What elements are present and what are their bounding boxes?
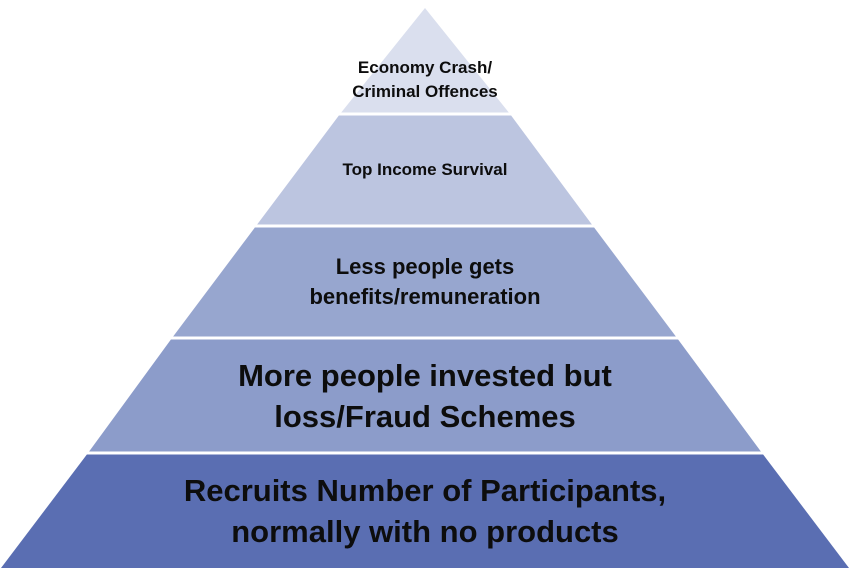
tier-3-label: Less people gets benefits/remuneration: [309, 254, 541, 309]
tier-1-label: Economy Crash/ Criminal Offences: [352, 58, 498, 101]
tier-5-label: Recruits Number of Participants, normall…: [183, 472, 667, 549]
tier-2-label: Top Income Survival: [342, 160, 508, 179]
pyramid-tier-1: Economy Crash/ Criminal Offences: [0, 8, 850, 114]
pyramid-tier-5-shape: [1, 453, 849, 568]
pyramid-tier-3: Less people gets benefits/remuneration: [0, 226, 850, 338]
pyramid-tier-2: Top Income Survival: [0, 114, 850, 226]
pyramid-tier-3-shape: [172, 226, 677, 338]
pyramid-tier-2-shape: [256, 114, 593, 226]
tier-4-label: More people invested but loss/Fraud Sche…: [238, 357, 612, 434]
pyramid-tier-1-shape: [340, 8, 510, 114]
pyramid-tier-4: More people invested but loss/Fraud Sche…: [0, 338, 850, 453]
pyramid-tier-4-shape: [88, 338, 762, 453]
pyramid-tier-5: Recruits Number of Participants, normall…: [0, 453, 850, 568]
